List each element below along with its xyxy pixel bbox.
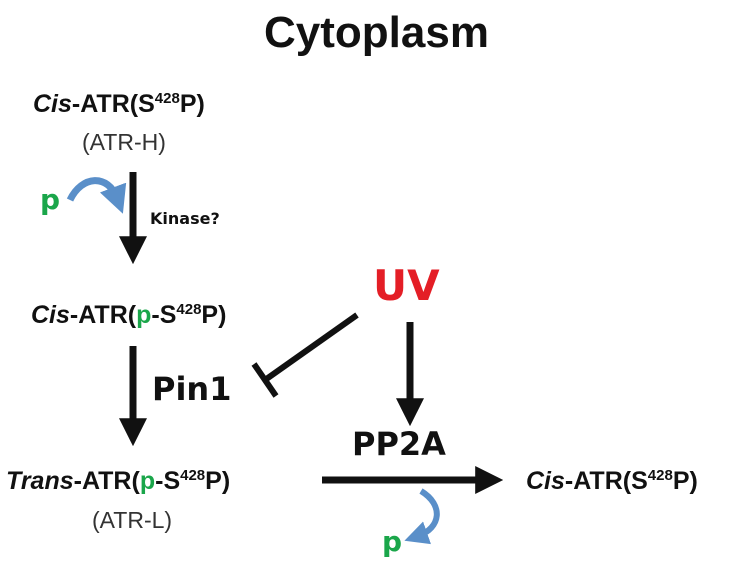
node-mid: -ATR(	[564, 467, 632, 495]
node-dash: -	[151, 301, 160, 329]
uv-label: UV	[373, 261, 440, 310]
phosphate-release-curve-icon	[404, 488, 440, 545]
phosphate-addition-curve-icon	[66, 177, 127, 214]
node-cis-atr-final: Cis-ATR(S428P)	[526, 467, 698, 495]
node-suffix: P)	[179, 90, 205, 118]
node-residue: S	[138, 90, 155, 118]
node-dash: -	[155, 467, 164, 495]
node-prefix: Cis	[526, 467, 565, 495]
phosphate-out-label: p	[382, 525, 403, 558]
page-title: Cytoplasm	[264, 8, 489, 57]
uv-inhibition-line	[263, 312, 359, 383]
node-phospho-p: p	[136, 301, 152, 329]
node-suffix: P)	[201, 301, 227, 329]
node-trans-atr-phospho: Trans-ATR(p-S428P)	[6, 467, 231, 495]
node-mid: -ATR(	[73, 467, 140, 495]
node-cis-atr-phospho: Cis-ATR(p-S428P)	[31, 301, 227, 329]
alias-atr-h: (ATR-H)	[82, 129, 166, 155]
pin1-label: Pin1	[152, 370, 232, 408]
node-phospho-p: p	[139, 467, 156, 495]
node-position: 428	[180, 467, 206, 484]
node-position: 428	[154, 90, 180, 107]
node-suffix: P)	[205, 467, 231, 495]
node-residue: S	[163, 467, 181, 495]
pp2a-label: PP2A	[352, 425, 446, 463]
kinase-label: Kinase?	[150, 209, 220, 228]
node-prefix: Cis	[31, 301, 70, 329]
node-prefix: Cis	[33, 90, 72, 118]
uv-inhibition-bar	[251, 362, 279, 398]
node-mid: -ATR(	[71, 90, 139, 118]
node-position: 428	[647, 467, 673, 484]
node-residue: S	[631, 467, 648, 495]
node-mid: -ATR(	[69, 301, 137, 329]
node-cis-atr-top: Cis-ATR(S428P)	[33, 90, 205, 118]
node-prefix: Trans	[6, 467, 74, 495]
node-residue: S	[159, 301, 177, 329]
phosphate-in-label: p	[40, 183, 61, 216]
node-suffix: P)	[672, 467, 698, 495]
alias-atr-l: (ATR-L)	[92, 507, 173, 533]
node-position: 428	[176, 301, 202, 318]
